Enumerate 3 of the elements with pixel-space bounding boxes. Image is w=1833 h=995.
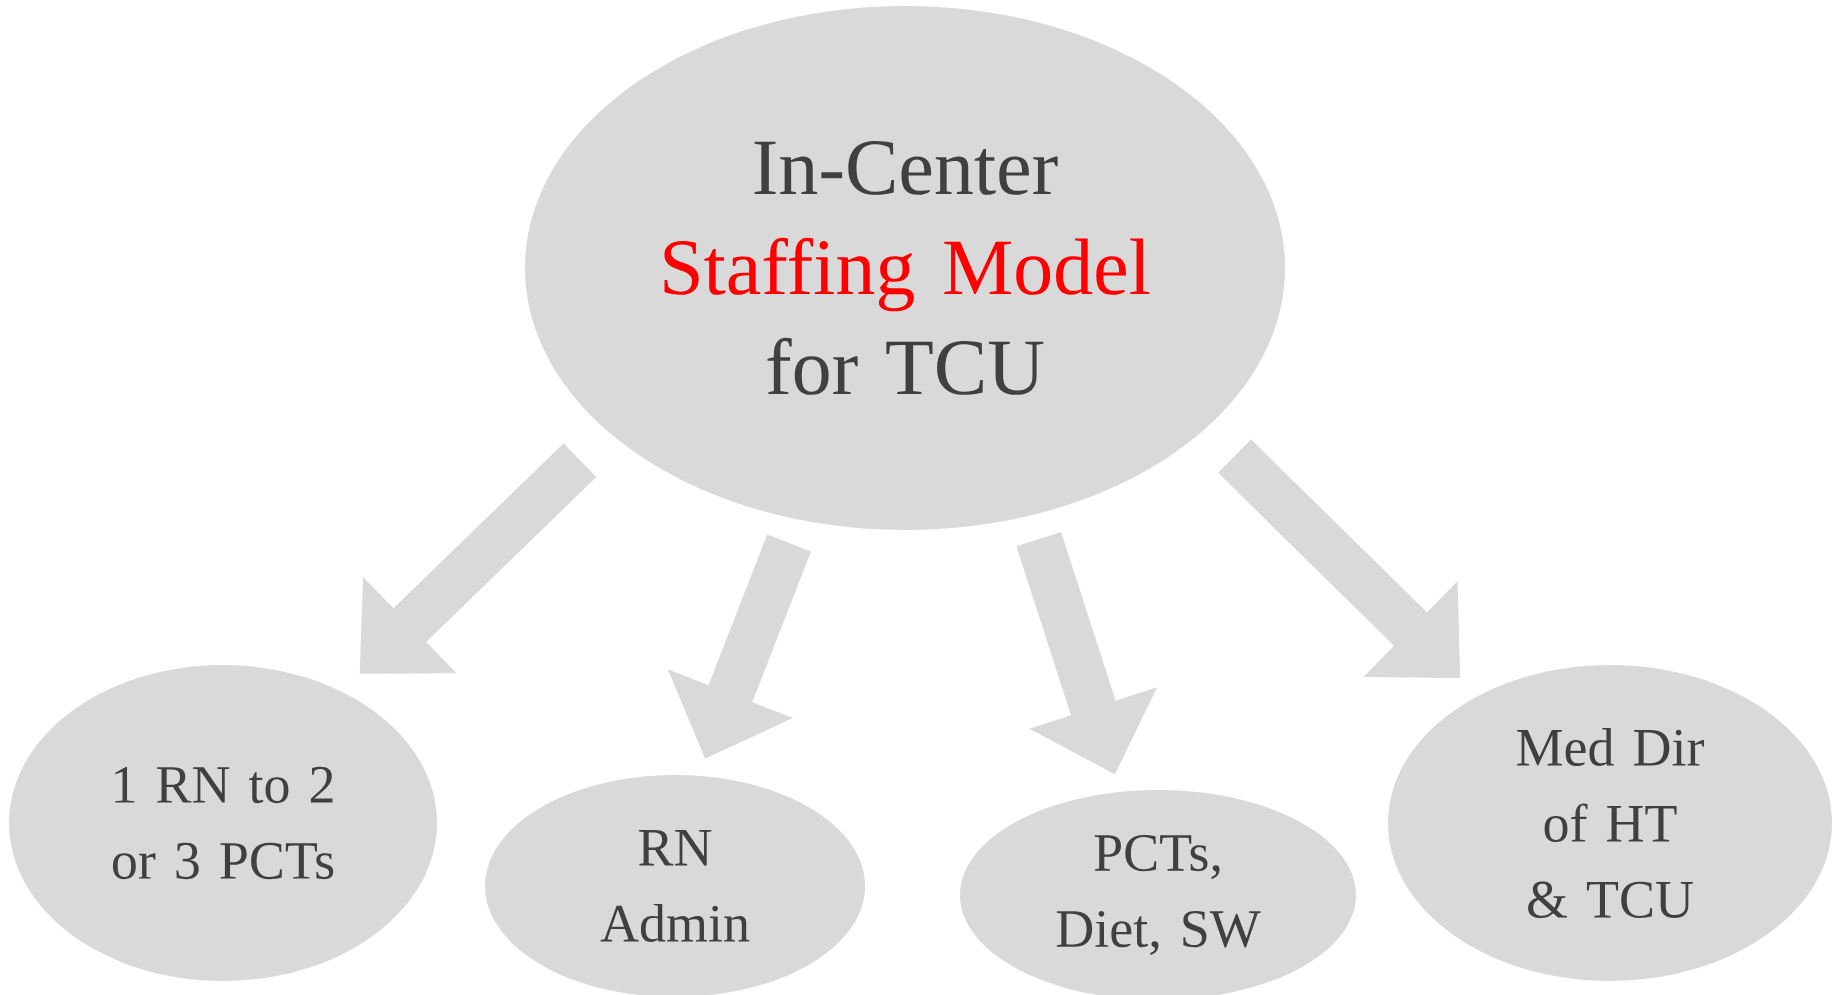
oval-node: Med Dir of HT & TCU: [1388, 665, 1832, 981]
oval-node: 1 RN to 2 or 3 PCTs: [9, 665, 437, 981]
oval-node: In-Center Staffing Model for TCU: [525, 6, 1285, 530]
